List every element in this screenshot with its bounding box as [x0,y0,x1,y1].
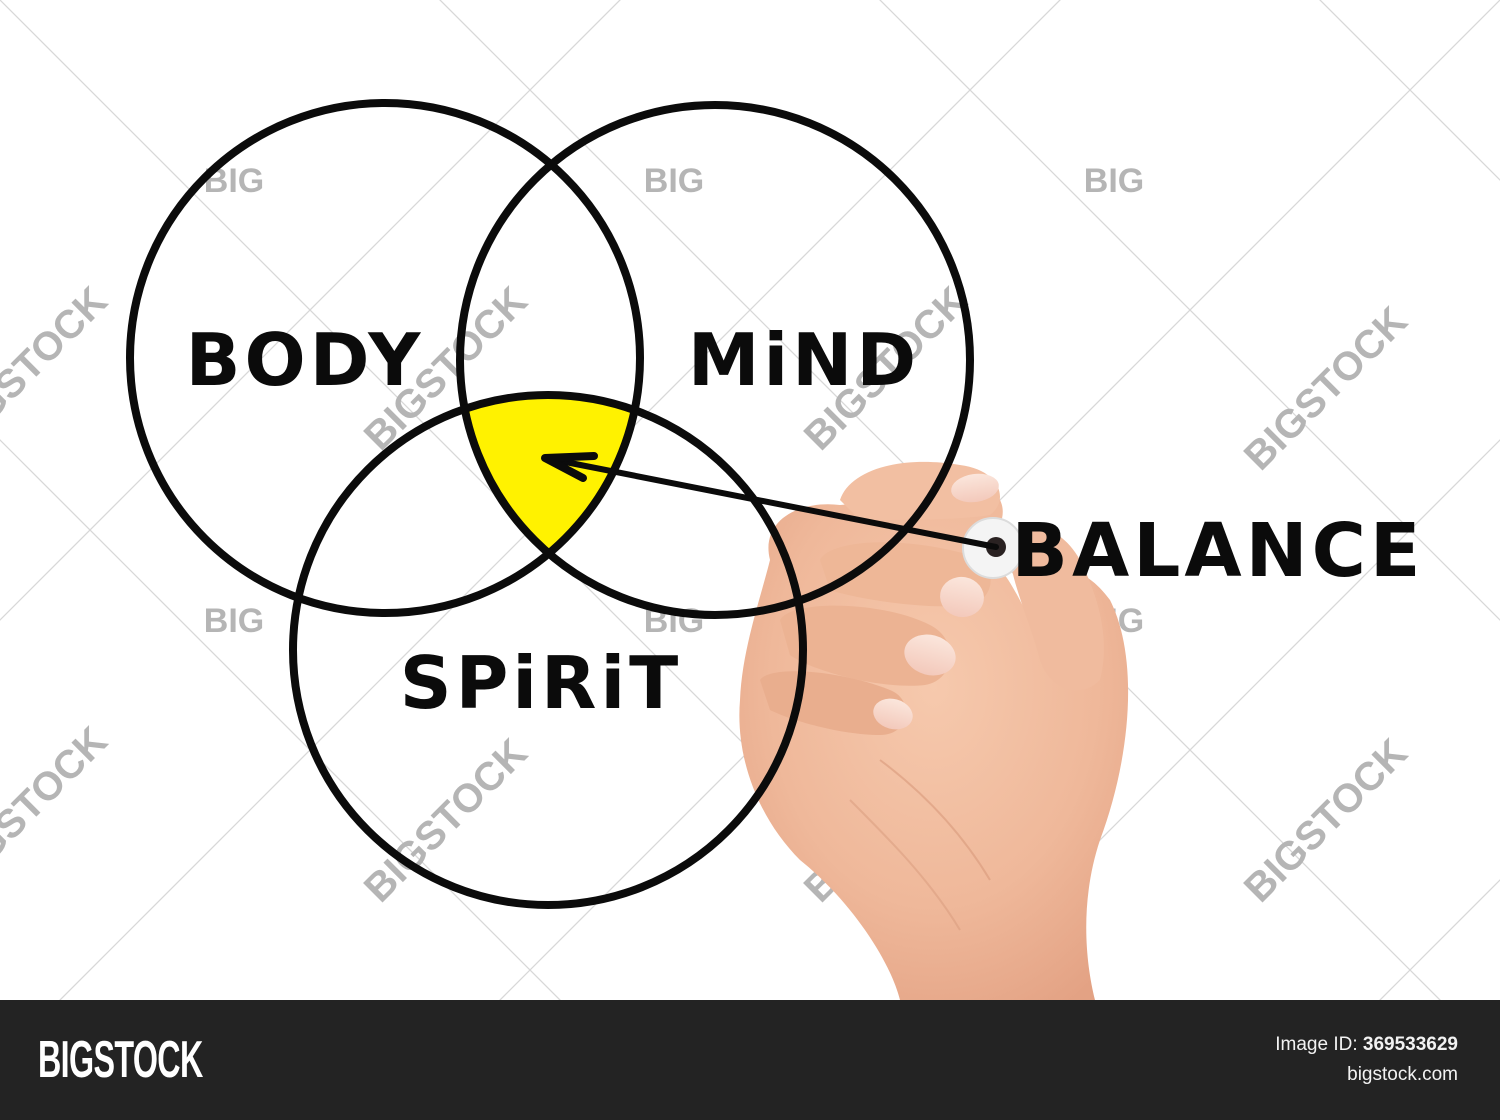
svg-text:BIGSTOCK: BIGSTOCK [1236,299,1416,479]
balance-label: BALANCE [1012,508,1425,594]
image-meta: Image ID: 369533629 bigstock.com [1275,1030,1458,1090]
stock-image: BIG BIG BIG BIG BIG BIG BIGSTOCK BIGSTOC… [0,0,1500,1000]
body-circle [126,99,644,617]
site-link[interactable]: bigstock.com [1347,1064,1458,1085]
svg-text:BIGSTOCK: BIGSTOCK [0,279,116,459]
image-id-line: Image ID: 369533629 [1275,1030,1458,1060]
spirit-circle [289,391,807,909]
svg-text:BIG: BIG [204,602,264,640]
hand-illustration [739,461,1129,1000]
brand-logo: BIGSTOCK [38,1031,203,1089]
svg-text:BIGSTOCK: BIGSTOCK [0,719,116,899]
body-label: BODY [186,318,425,402]
venn-circles [126,99,974,909]
arrow-icon [541,452,999,550]
svg-text:BIG: BIG [644,162,704,200]
svg-text:BIGSTOCK: BIGSTOCK [1236,731,1416,911]
svg-text:BIG: BIG [1084,162,1144,200]
image-id-label: Image ID: [1275,1034,1358,1055]
image-id-value: 369533629 [1362,1034,1458,1055]
spirit-label: SPiRiT [400,641,683,725]
mind-circle [456,101,974,619]
mind-label: MiND [688,318,920,402]
venn-diagram: BIG BIG BIG BIG BIG BIG BIGSTOCK BIGSTOC… [0,0,1500,1000]
footer-bar: BIGSTOCK Image ID: 369533629 bigstock.co… [0,1000,1500,1120]
